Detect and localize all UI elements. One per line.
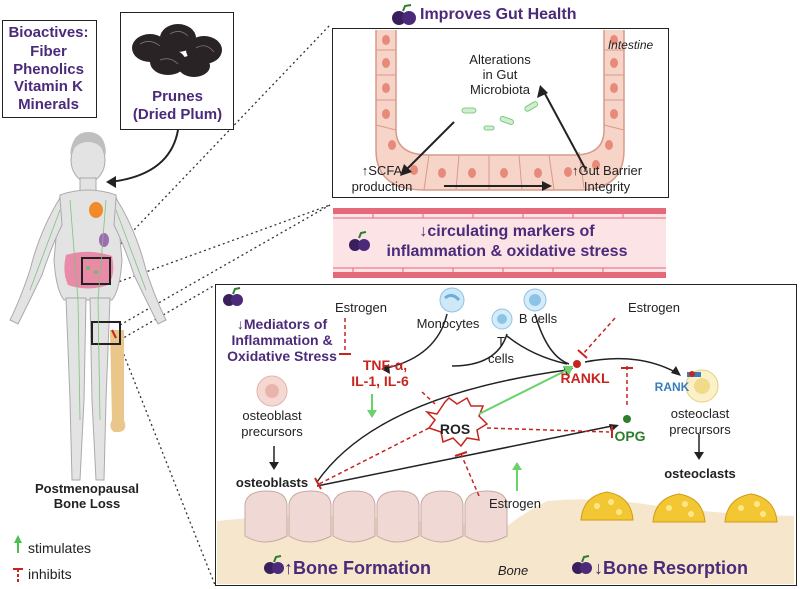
estrogen-bottom: Estrogen [488,496,542,511]
tcells-line1: T [497,334,505,349]
scfa-line1: ↑SCFA [361,163,403,178]
prunes-image [132,24,222,77]
bioactives-title: Bioactives: [8,24,89,41]
microbiota-line2: in Gut [482,67,518,82]
plum-icon-gut [392,4,416,25]
blood-vessel [333,208,666,278]
bioactives-box [2,20,97,118]
rankl-label: RANKL [560,370,610,386]
body-caption-1: Postmenopausal [34,481,140,496]
cytokines-line2: IL-1, IL-6 [351,373,409,389]
vessel-line2: inflammation & oxidative stress [386,243,628,260]
estrogen-top-left: Estrogen [334,300,388,315]
ros-label: ROS [439,421,471,437]
body-caption-2: Bone Loss [53,496,121,511]
scfa-line2: production [351,179,413,194]
intestine-graphic [375,30,625,191]
body-figure [9,137,167,481]
estrogen-top-right: Estrogen [627,300,681,315]
barrier-line2: Integrity [583,179,631,194]
gut-heading: Improves Gut Health [420,6,577,23]
osteoclasts-label: osteoclasts [664,466,736,481]
bone-formation-label: ↑Bone Formation [284,558,431,578]
mediators-line1: ↓Mediators of [236,316,328,332]
bioactive-vitamin-k: Vitamin K [14,78,83,95]
bioactive-fiber: Fiber [30,43,67,60]
rank-label: RANK [654,380,690,394]
bone-label: Bone [497,563,529,578]
bcells-label: B cells [518,311,558,326]
bone-resorption-label: ↓Bone Resorption [594,558,749,578]
ob-precursors-line2: precursors [241,424,303,439]
intestine-label: Intestine [607,38,654,52]
legend-stimulates: stimulates [28,540,92,556]
osteoblasts-label: osteoblasts [235,475,309,490]
monocytes-label: Monocytes [416,316,480,331]
microbiota-line3: Microbiota [470,82,530,97]
oc-precursors-line1: osteoclast [670,406,730,421]
oc-precursors-line2: precursors [669,422,731,437]
tcells-line2: cells [487,351,514,366]
mediators-line2: Inflammation & [231,332,333,348]
legend-inhibits: inhibits [28,566,72,582]
vessel-line1: ↓circulating markers of [419,223,595,240]
cytokines-line1: TNF-α, [362,357,408,373]
opg-label: OPG [614,428,646,444]
microbiota-line1: Alterations [469,52,531,67]
prunes-label-1: Prunes [152,88,203,105]
mediators-line3: Oxidative Stress [227,348,337,364]
bioactive-minerals: Minerals [18,96,79,113]
bioactive-phenolics: Phenolics [13,61,84,78]
prunes-label-2: (Dried Plum) [132,106,223,123]
ob-precursors-line1: osteoblast [242,408,302,423]
bone-graphic [217,287,794,584]
barrier-line1: ↑Gut Barrier [571,163,643,178]
